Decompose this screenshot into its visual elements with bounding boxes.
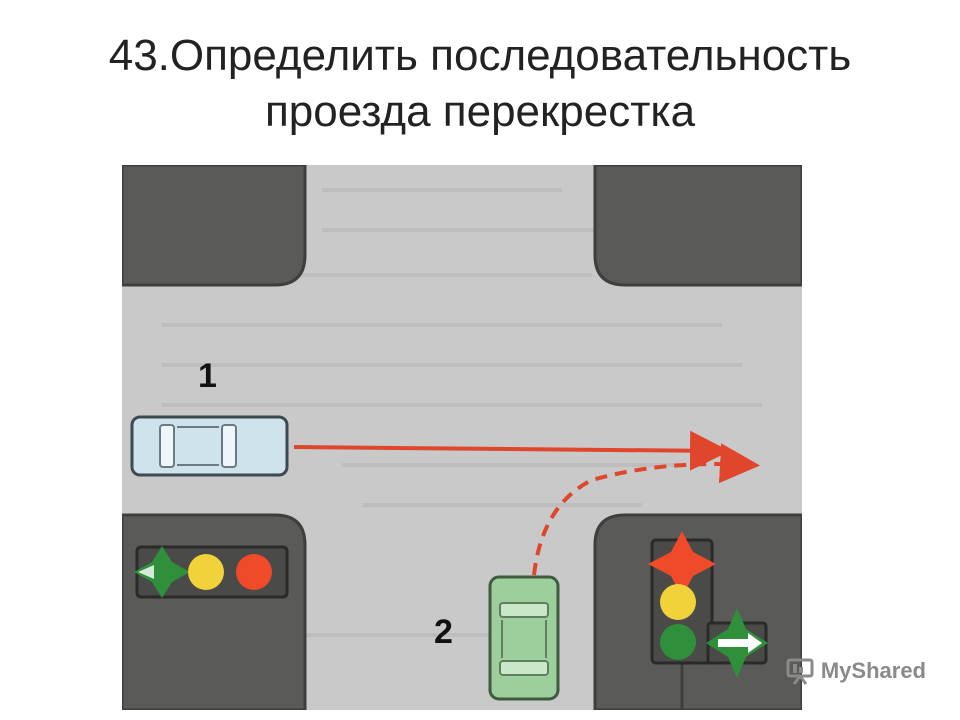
intersection-diagram: 1 2 <box>122 165 802 710</box>
corner-block-bottom-left <box>122 513 307 710</box>
green-arrow-left-icon <box>134 546 190 598</box>
title-line-2: проезда перекрестка <box>264 87 696 136</box>
corner-block-top-left <box>122 165 307 287</box>
corner-block-top-right <box>593 165 802 287</box>
green-arrow-right-icon <box>706 608 768 678</box>
red-signal-icon <box>236 554 272 590</box>
traffic-light-left <box>134 545 289 599</box>
red-signal-burst-icon <box>648 531 716 597</box>
title-line-1: 43.Определить последовательность <box>108 31 852 80</box>
watermark: MyShared <box>785 656 926 686</box>
vehicle-2-label: 2 <box>434 613 453 651</box>
green-signal-icon <box>660 624 696 660</box>
traffic-light-right <box>648 531 768 710</box>
vehicle-1-label: 1 <box>198 357 217 395</box>
vehicle-2-path-arrow <box>532 443 760 576</box>
yellow-signal-icon-right <box>660 584 696 620</box>
presentation-board-icon <box>786 658 814 685</box>
vehicle-1-car <box>130 415 289 477</box>
watermark-text: MyShared <box>820 658 926 683</box>
background-texture <box>162 188 762 637</box>
vehicle-2-car <box>488 575 560 701</box>
yellow-signal-icon <box>188 554 224 590</box>
vehicle-1-path-arrow <box>293 430 730 471</box>
slide-title: 43.Определить последовательность проезда… <box>0 28 960 140</box>
